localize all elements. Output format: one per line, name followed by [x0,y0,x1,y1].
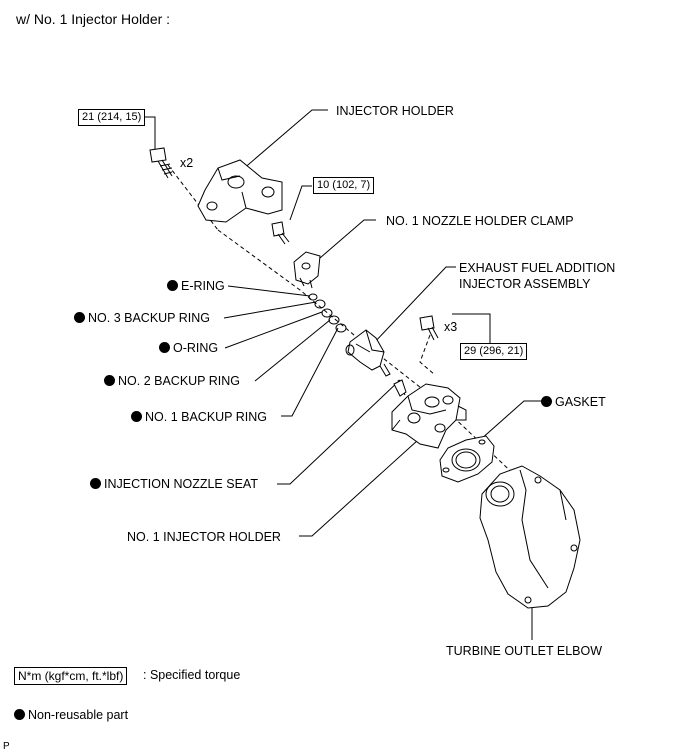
gasket-drawing [439,435,495,483]
injector-holder-drawing [197,159,283,223]
non-reusable-icon [14,709,25,720]
label-turbine-outlet-elbow: TURBINE OUTLET ELBOW [446,644,603,658]
leader-nozzle-clamp [319,219,376,259]
leader-o-ring [224,311,323,349]
nozzle-clamp-drawing [293,251,321,289]
torque-label-10: 10 (102, 7) [313,177,375,194]
leader-gasket [479,400,544,441]
label-exhaust-injector-line2: INJECTOR ASSEMBLY [459,277,591,291]
leader-backup-2 [254,319,331,382]
backup-ring-3-drawing [314,299,326,309]
quantity-label-x3: x3 [444,320,458,334]
label-backup-ring-3: NO. 3 BACKUP RING [74,311,210,325]
leader-29 [452,313,491,344]
label-no1-injector-holder: NO. 1 INJECTOR HOLDER [127,530,281,544]
quantity-label-x2: x2 [180,156,194,170]
legend-non-reusable: Non-reusable part [14,708,128,722]
legend-torque-box: N*m (kgf*cm, ft.*lbf) [14,667,128,685]
leader-nozzle-seat [277,379,401,485]
bolt-21-drawing [149,147,173,179]
label-backup-ring-1: NO. 1 BACKUP RING [131,410,267,424]
leader-backup-1 [281,327,339,417]
label-nozzle-holder-clamp: NO. 1 NOZZLE HOLDER CLAMP [386,214,574,228]
nozzle-seat-drawing [393,379,407,397]
non-reusable-icon [541,396,552,407]
label-o-ring: O-RING [159,341,218,355]
o-ring-drawing [321,308,333,318]
legend-torque-text: : Specified torque [143,668,241,682]
main-axis-line [217,229,521,481]
label-backup-ring-2: NO. 2 BACKUP RING [104,374,240,388]
backup-ring-2-drawing [328,315,340,325]
non-reusable-icon [131,411,142,422]
leader-injector-holder [234,109,328,177]
torque-label-21: 21 (214, 15) [78,109,146,126]
non-reusable-icon [90,478,101,489]
torque-label-29: 29 (296, 21) [460,343,528,360]
no1-injector-holder-drawing [391,383,467,449]
leader-e-ring [227,285,311,297]
bolt-10-drawing [271,221,290,245]
non-reusable-icon [167,280,178,291]
e-ring-drawing [308,293,318,301]
label-gasket: GASKET [541,395,606,409]
leader-no1-holder [299,439,419,537]
label-injector-holder: INJECTOR HOLDER [336,104,454,118]
label-exhaust-injector-line1: EXHAUST FUEL ADDITION [459,261,616,275]
bolt-alignment-line-2 [419,334,436,376]
non-reusable-icon [74,312,85,323]
leader-exhaust-injector [371,266,456,346]
leader-10 [289,185,312,221]
bolt-29-drawing [419,315,439,341]
leader-backup-3 [223,301,317,319]
backup-ring-1-drawing [335,323,347,333]
label-injection-nozzle-seat: INJECTION NOZZLE SEAT [90,477,258,491]
non-reusable-icon [159,342,170,353]
turbine-outlet-elbow-drawing [479,465,581,609]
page-title: w/ No. 1 Injector Holder : [16,11,171,27]
leader-21 [143,116,156,150]
exhaust-injector-drawing [345,329,391,377]
label-e-ring: E-RING [167,279,225,293]
non-reusable-icon [104,375,115,386]
footer-code: P [3,741,10,752]
